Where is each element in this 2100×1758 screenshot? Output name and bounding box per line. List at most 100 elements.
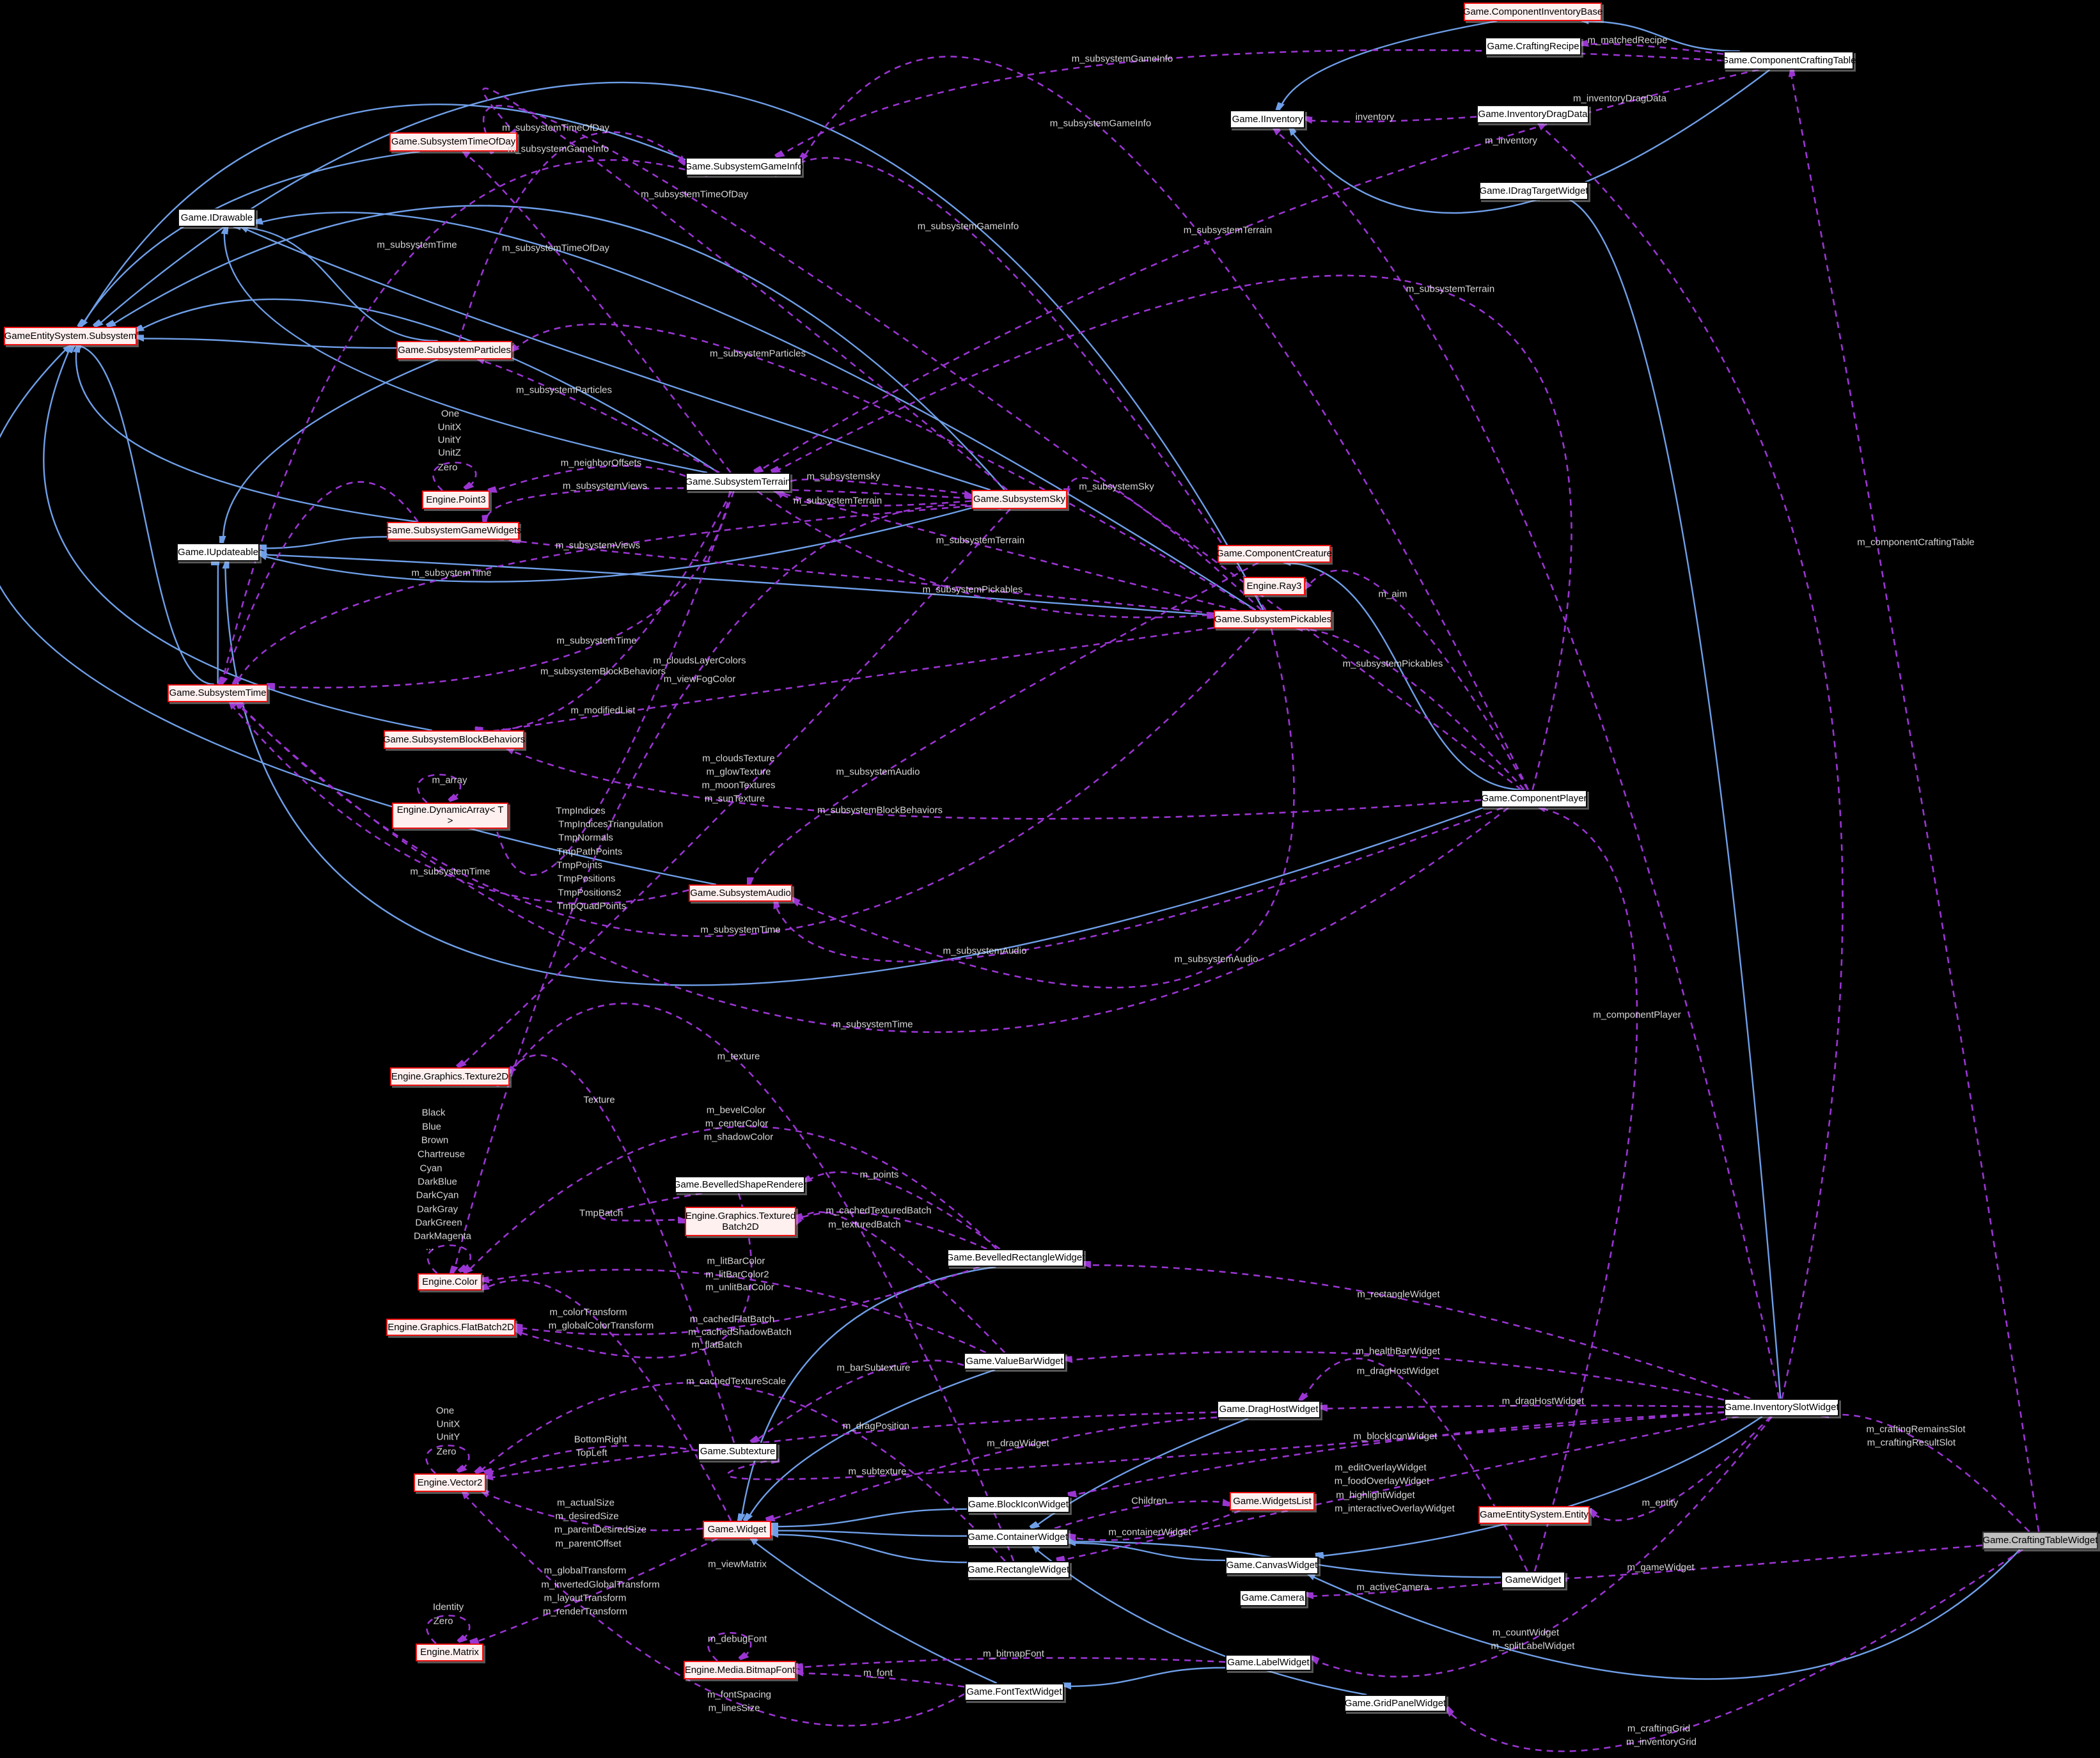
edge-subsystemPickables-to-subsystem (96, 81, 1264, 611)
node-ray3[interactable]: Engine.Ray3 (1243, 577, 1305, 595)
node-subsystemBlockBehaviors[interactable]: Game.SubsystemBlockBehaviors (383, 730, 525, 749)
edge-point3-to-point3 (432, 462, 477, 491)
node-subsystemTime[interactable]: Game.SubsystemTime (168, 684, 268, 702)
node-subtexture[interactable]: Game.Subtexture (698, 1443, 778, 1461)
node-subsystemSky[interactable]: Game.SubsystemSky (971, 490, 1067, 509)
edge-rectangleWidget-to-vector2 (478, 1382, 1006, 1562)
edge-componentCreature-to-subsystemAudio (751, 561, 1259, 884)
edge-componentPlayer-to-subsystemTime (235, 702, 1509, 1033)
node-craftingTableWidget[interactable]: Game.CraftingTableWidget (1982, 1532, 2098, 1550)
node-craftingRecipe[interactable]: Game.CraftingRecipe (1485, 37, 1581, 56)
edge-subsystemSky-to-iupdateable (260, 507, 972, 583)
edge-fontTextWidget-to-bitmapFont (796, 1673, 965, 1688)
node-containerWidget[interactable]: Game.ContainerWidget (967, 1528, 1069, 1546)
edge-fontTextWidget-to-widget (750, 1539, 998, 1684)
edge-inventorySlotWidget-to-labelWidget (1312, 1416, 1773, 1677)
node-bitmapFont[interactable]: Engine.Media.BitmapFont (684, 1661, 796, 1679)
edge-subsystemSky-to-subsystem (109, 205, 1005, 491)
edge-subsystemParticles-to-iupdateable (223, 358, 439, 543)
node-widget[interactable]: Game.Widget (703, 1521, 771, 1539)
edge-subsystemAudio-to-subsystem (0, 345, 716, 886)
edge-subsystemGameWidgets-to-subsystemTime (223, 481, 419, 684)
edge-bevelledRectangleWidget-to-bevelledShapeRenderer (805, 1171, 1001, 1250)
edge-valueBarWidget-to-subtexture (753, 1360, 964, 1443)
node-iinventory[interactable]: Game.IInventory (1230, 110, 1305, 129)
node-texture2d[interactable]: Engine.Graphics.Texture2D (390, 1067, 510, 1086)
edge-craftingTableWidget-to-gridPanelWidget (1446, 1548, 2024, 1752)
edge-dragHostWidget-to-vector2 (486, 1411, 1218, 1478)
edge-craftingTableWidget-to-componentCraftingTable (1790, 70, 2040, 1532)
node-valueBarWidget[interactable]: Game.ValueBarWidget (964, 1353, 1065, 1370)
node-subsystem[interactable]: GameEntitySystem.Subsystem (4, 327, 137, 345)
node-bevelledShapeRenderer[interactable]: Game.BevelledShapeRenderer (673, 1176, 806, 1193)
edge-rectangleWidget-to-texture2d (510, 1003, 1015, 1562)
edge-subsystemPickables-to-subsystemTerrain (774, 491, 1237, 611)
edge-dynamicArray-to-dynamicArray (416, 774, 462, 803)
node-subsystemPickables[interactable]: Game.SubsystemPickables (1214, 610, 1332, 629)
node-gridPanelWidget[interactable]: Game.GridPanelWidget (1344, 1695, 1446, 1712)
edge-subsystemPickables-to-subsystemBlockBehaviors (482, 627, 1214, 734)
node-subsystemTimeOfDay[interactable]: Game.SubsystemTimeOfDay (389, 132, 517, 152)
edge-componentPlayer-to-subsystemGameInfo (802, 56, 1530, 790)
edge-valueBarWidget-to-widget (747, 1369, 996, 1521)
node-rectangleWidget[interactable]: Game.RectangleWidget (967, 1561, 1070, 1578)
node-inventoryDragData[interactable]: Game.InventoryDragData (1477, 105, 1589, 123)
node-camera[interactable]: Game.Camera (1239, 1590, 1306, 1606)
edge-subsystemGameWidgets-to-iupdateable (260, 536, 388, 548)
node-point3[interactable]: Engine.Point3 (422, 491, 490, 509)
node-bevelledRectangleWidget[interactable]: Game.BevelledRectangleWidget (946, 1249, 1085, 1267)
edge-subsystemPickables-to-subsystemParticles (512, 323, 1255, 611)
edge-inventorySlotWidget-to-bevelledRectangleWidget (1084, 1265, 1751, 1400)
node-componentInventoryBase[interactable]: Game.ComponentInventoryBase (1463, 3, 1602, 21)
edge-subsystemPickables-to-subsystemAudio (792, 628, 1295, 989)
node-vector2[interactable]: Engine.Vector2 (414, 1473, 486, 1492)
edge-bevelledRectangleWidget-to-widget (741, 1266, 996, 1521)
edge-subsystemParticles-to-subsystemGameInfo (458, 131, 686, 341)
node-subsystemTerrain[interactable]: Game.SubsystemTerrain (685, 473, 791, 491)
edge-subsystemPickables-to-iupdateable (260, 554, 1214, 616)
edge-inventorySlotWidget-to-rectangleWidget (1058, 1415, 1739, 1561)
node-entity[interactable]: GameEntitySystem.Entity (1478, 1506, 1590, 1524)
node-dragHostWidget[interactable]: Game.DragHostWidget (1217, 1401, 1320, 1418)
edge-inventorySlotWidget-to-idragTargetWidget (1539, 196, 1782, 1399)
node-subsystemAudio[interactable]: Game.SubsystemAudio (689, 884, 792, 902)
node-matrix[interactable]: Engine.Matrix (416, 1644, 483, 1661)
edge-subsystemTerrain-to-subsystemTimeOfDay (462, 152, 732, 473)
edge-dragHostWidget-to-widget (768, 1417, 1218, 1522)
node-subsystemParticles[interactable]: Game.SubsystemParticles (396, 341, 512, 359)
node-widgetsList[interactable]: Game.WidgetsList (1230, 1492, 1315, 1511)
edge-componentPlayer-to-subsystemAudio (773, 806, 1503, 962)
edge-inventorySlotWidget-to-subtexture (726, 1411, 1725, 1480)
node-subsystemGameWidgets[interactable]: Game.SubsystemGameWidgets (384, 522, 522, 540)
edge-subsystemSky-to-color (453, 504, 1002, 1273)
edge-componentCraftingTable-to-subsystemGameInfo (778, 49, 1724, 157)
edge-subsystemPickables-to-subsystemTime (237, 628, 1258, 938)
node-labelWidget[interactable]: Game.LabelWidget (1225, 1654, 1312, 1671)
edge-subsystemTerrain-to-point3 (490, 465, 686, 493)
node-fontTextWidget[interactable]: Game.FontTextWidget (964, 1683, 1064, 1701)
edge-rectangleWidget-to-widget (771, 1535, 968, 1564)
node-componentCraftingTable[interactable]: Game.ComponentCraftingTable (1721, 51, 1856, 70)
node-canvasWidget[interactable]: Game.CanvasWidget (1225, 1557, 1319, 1574)
node-componentPlayer[interactable]: Game.ComponentPlayer (1481, 790, 1587, 808)
node-color[interactable]: Engine.Color (418, 1273, 482, 1291)
edge-labelWidget-to-fontTextWidget (1064, 1667, 1226, 1686)
edge-subsystemSky-to-subsystemGameWidgets (486, 487, 972, 522)
node-flatBatch2d[interactable]: Engine.Graphics.FlatBatch2D (386, 1319, 515, 1336)
edge-subsystemTerrain-to-subsystemSky (790, 478, 971, 494)
node-subsystemGameInfo[interactable]: Game.SubsystemGameInfo (684, 157, 803, 176)
node-inventorySlotWidget[interactable]: Game.InventorySlotWidget (1724, 1399, 1839, 1417)
node-gameWidget[interactable]: GameWidget (1501, 1571, 1565, 1589)
edge-bevelledShapeRenderer-to-texturedBatch2d (600, 1192, 703, 1221)
node-dynamicArray[interactable]: Engine.DynamicArray< T > (392, 803, 508, 829)
node-idragTargetWidget[interactable]: Game.IDragTargetWidget (1479, 182, 1588, 200)
edge-dragHostWidget-to-containerWidget (1033, 1417, 1249, 1528)
edge-bevelledRectangleWidget-to-color (466, 1126, 998, 1273)
edge-componentPlayer-to-subsystemBlockBehaviors (506, 749, 1482, 820)
node-blockIconWidget[interactable]: Game.BlockIconWidget (967, 1496, 1070, 1513)
node-texturedBatch2d[interactable]: Engine.Graphics.Textured Batch2D (685, 1207, 796, 1236)
node-iupdateable[interactable]: Game.IUpdateable (176, 543, 260, 561)
node-idrawable[interactable]: Game.IDrawable (178, 208, 256, 227)
node-componentCreature[interactable]: Game.ComponentCreature (1216, 545, 1332, 563)
edge-subsystemPickables-to-subsystemSky (1067, 476, 1262, 611)
